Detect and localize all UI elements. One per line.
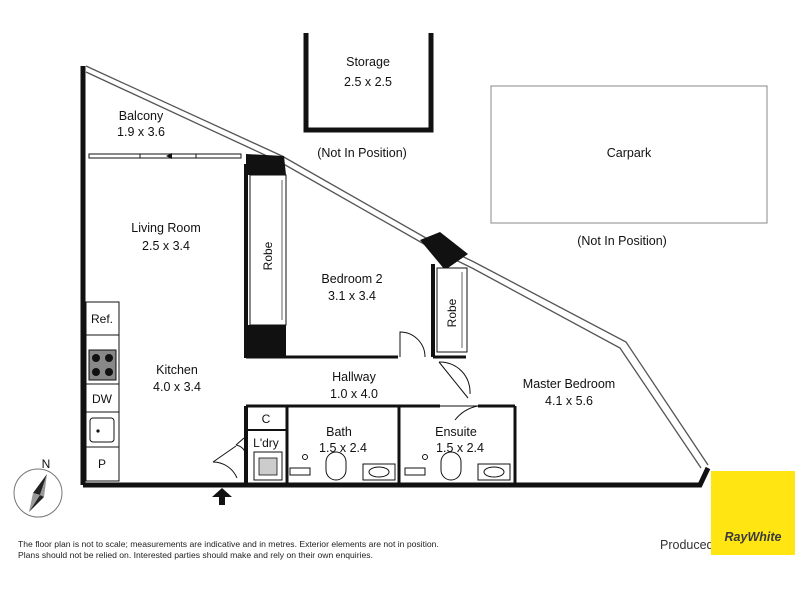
bedroom2-dims: 3.1 x 3.4 bbox=[328, 289, 376, 303]
storage-name: Storage bbox=[346, 55, 390, 69]
ensuite-dims: 1.5 x 2.4 bbox=[436, 441, 484, 455]
entry-arrow-icon bbox=[212, 488, 232, 505]
disclaimer: The floor plan is not to scale; measurem… bbox=[18, 539, 458, 561]
living-dims: 2.5 x 3.4 bbox=[142, 239, 190, 253]
balcony-dims: 1.9 x 3.6 bbox=[117, 125, 165, 139]
doors bbox=[212, 331, 479, 479]
compass-north: N bbox=[42, 457, 51, 471]
ensuite-name: Ensuite bbox=[435, 425, 477, 439]
robe-master: Robe bbox=[436, 267, 468, 353]
bath-name: Bath bbox=[326, 425, 352, 439]
compass-icon: N bbox=[13, 457, 63, 518]
disclaimer-line-2: Plans should not be relied on. Intereste… bbox=[18, 550, 373, 560]
brand-logo-text: RayWhite bbox=[724, 530, 782, 544]
pantry-label: P bbox=[98, 457, 106, 471]
robe-bedroom2: Robe bbox=[249, 174, 287, 326]
balcony-sliding-door bbox=[88, 153, 242, 159]
room-labels: Balcony 1.9 x 3.6 Living Room 2.5 x 3.4 … bbox=[117, 109, 615, 455]
laundry-label: L'dry bbox=[253, 436, 279, 450]
carpark-note: (Not In Position) bbox=[577, 234, 667, 248]
storage-note: (Not In Position) bbox=[317, 146, 407, 160]
carpark: Carpark (Not In Position) bbox=[490, 85, 768, 248]
kitchen-sink bbox=[89, 417, 115, 443]
disclaimer-line-1: The floor plan is not to scale; measurem… bbox=[18, 539, 439, 549]
laundry-area: C L'dry bbox=[253, 412, 283, 481]
master-dims: 4.1 x 5.6 bbox=[545, 394, 593, 408]
master-name: Master Bedroom bbox=[523, 377, 615, 391]
brand-logo bbox=[711, 471, 795, 555]
exterior-facade bbox=[85, 65, 709, 469]
dishwasher-label: DW bbox=[92, 392, 113, 406]
bedroom2-name: Bedroom 2 bbox=[321, 272, 382, 286]
carpark-name: Carpark bbox=[607, 146, 652, 160]
balcony-name: Balcony bbox=[119, 109, 164, 123]
kitchen-name: Kitchen bbox=[156, 363, 198, 377]
living-name: Living Room bbox=[131, 221, 200, 235]
hallway-name: Hallway bbox=[332, 370, 377, 384]
robe-label-2: Robe bbox=[445, 298, 459, 327]
storage-dims: 2.5 x 2.5 bbox=[344, 75, 392, 89]
fridge-label: Ref. bbox=[91, 312, 113, 326]
cupboard-label: C bbox=[262, 412, 271, 426]
bath-fixtures bbox=[289, 451, 396, 481]
bath-dims: 1.5 x 2.4 bbox=[319, 441, 367, 455]
ensuite-fixtures bbox=[404, 451, 511, 481]
kitchen-bench: Ref. DW P bbox=[85, 301, 120, 482]
kitchen-dims: 4.0 x 3.4 bbox=[153, 380, 201, 394]
structural-columns bbox=[246, 154, 468, 358]
robe-label: Robe bbox=[261, 241, 275, 270]
storage-room: Storage 2.5 x 2.5 (Not In Position) bbox=[303, 33, 434, 160]
cooktop bbox=[88, 349, 117, 381]
hallway-dims: 1.0 x 4.0 bbox=[330, 387, 378, 401]
